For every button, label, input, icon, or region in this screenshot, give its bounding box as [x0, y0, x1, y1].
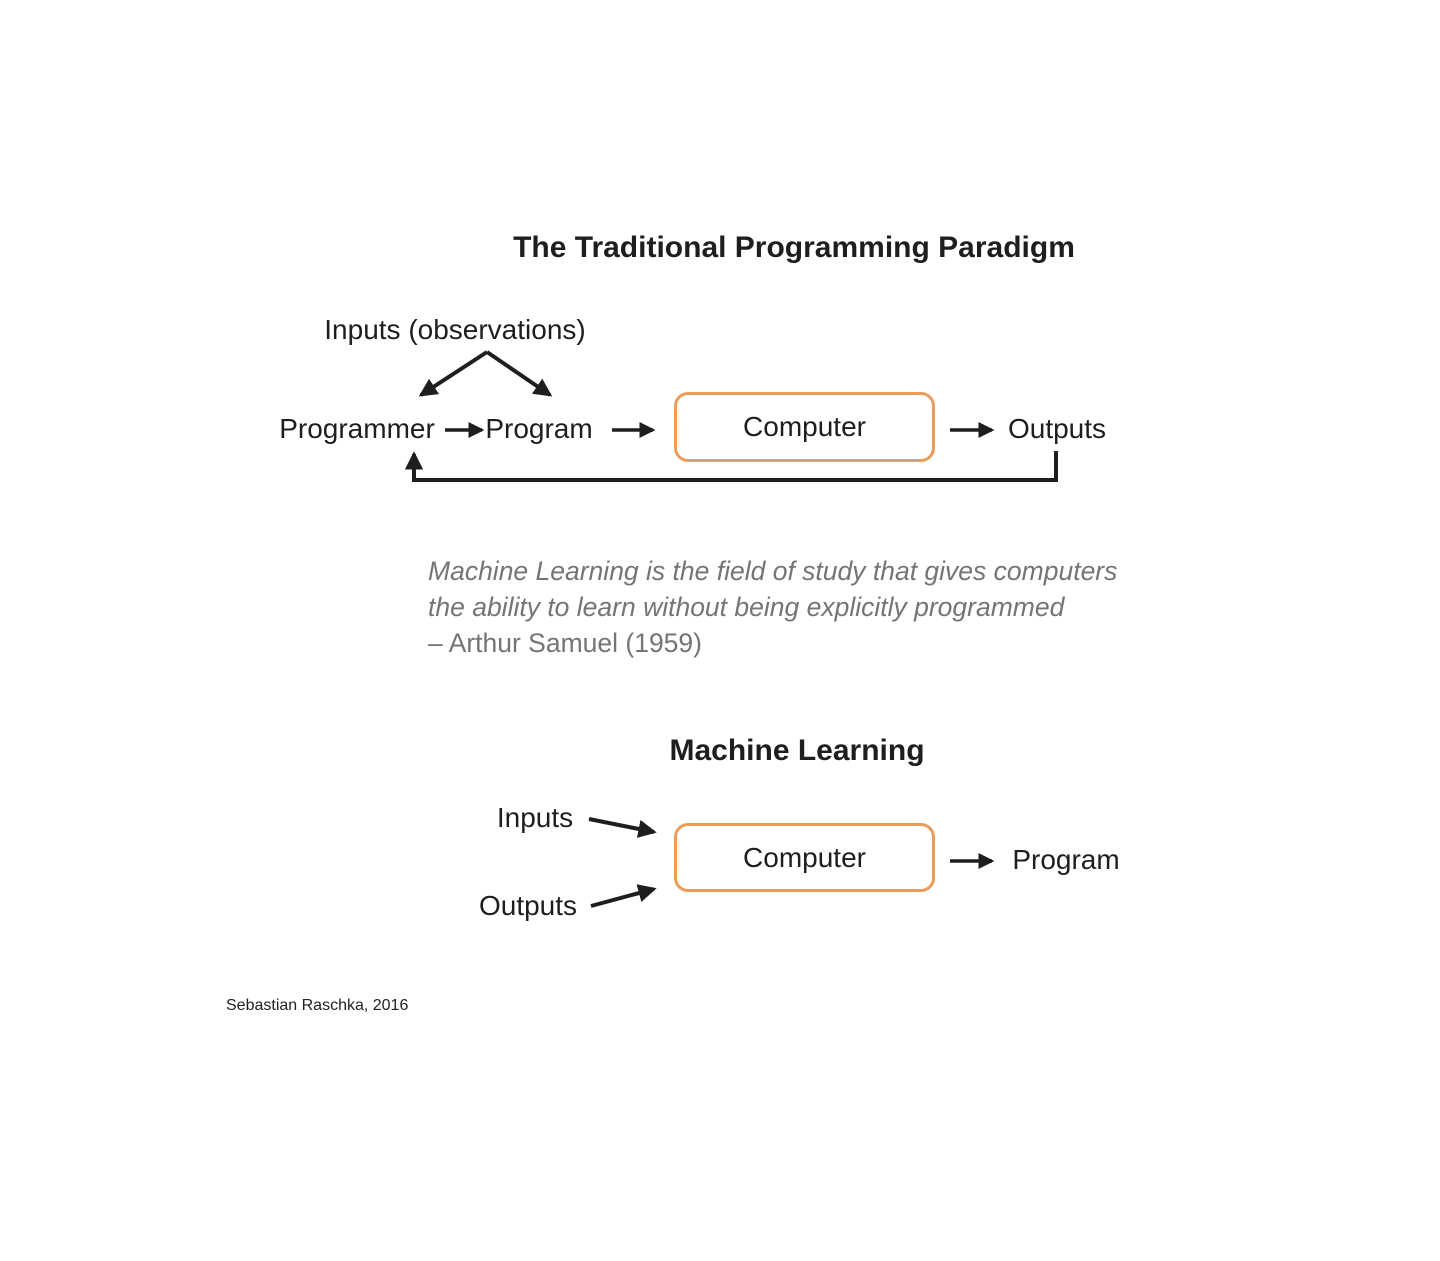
computer-box-traditional-label: Computer — [743, 411, 866, 442]
computer-box-ml: Computer — [674, 823, 935, 892]
quote-line-1: Machine Learning is the field of study t… — [428, 556, 1118, 586]
arrow-inputs-to-program — [485, 350, 553, 397]
arrow-ml-inputs-to-computer — [588, 817, 657, 838]
samuel-quote: Machine Learning is the field of study t… — [428, 553, 1188, 661]
program-label: Program — [485, 413, 593, 444]
outputs-label: Outputs — [1007, 413, 1107, 444]
computer-box-traditional: Computer — [674, 392, 935, 462]
arrow-inputs-to-programmer — [418, 350, 489, 397]
ml-inputs-label: Inputs — [496, 802, 574, 833]
author-credit: Sebastian Raschka, 2016 — [226, 997, 409, 1014]
machine-learning-title: Machine Learning — [669, 734, 925, 767]
quote-attribution: – Arthur Samuel (1959) — [428, 628, 702, 658]
arrow-ml-outputs-to-computer — [590, 884, 657, 908]
ml-outputs-label: Outputs — [478, 890, 578, 921]
ml-program-label: Program — [1012, 844, 1120, 875]
quote-line-2: the ability to learn without being expli… — [428, 592, 1065, 622]
traditional-paradigm-title: The Traditional Programming Paradigm — [513, 231, 1075, 264]
inputs-observations-label: Inputs (observations) — [324, 314, 586, 345]
computer-box-ml-label: Computer — [743, 841, 866, 873]
programmer-label: Programmer — [279, 413, 435, 444]
